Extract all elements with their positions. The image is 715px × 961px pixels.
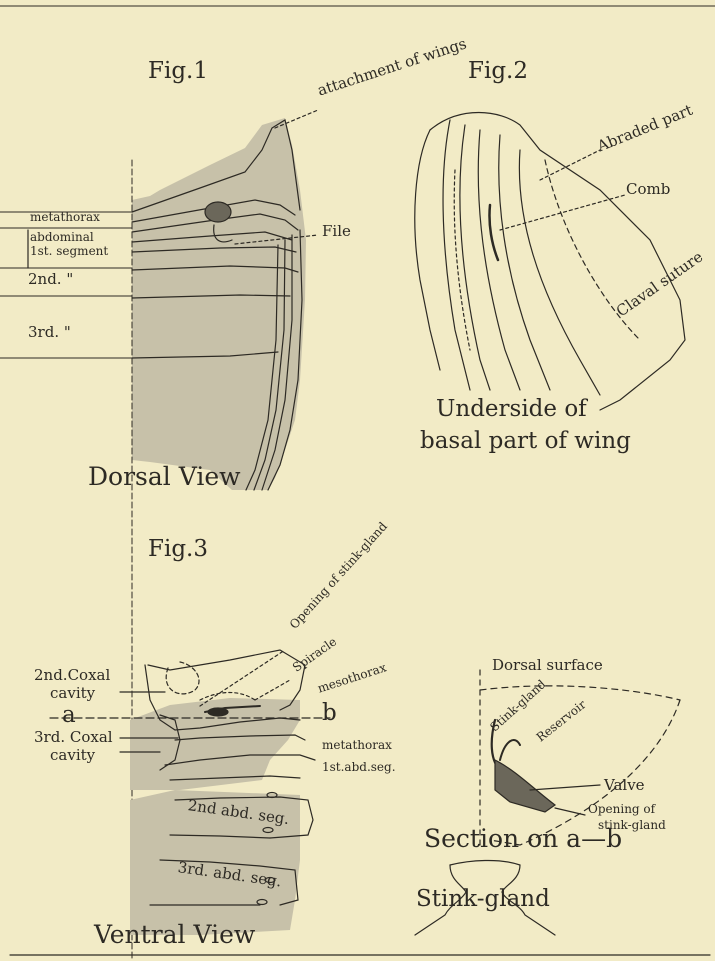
fig2-caption-1: Underside of — [436, 396, 587, 422]
fig2-dashed-vein — [454, 170, 470, 350]
fig2-vein-4 — [499, 135, 550, 390]
fig1-metathorax-label: metathorax — [30, 210, 100, 224]
fig2-comb-label: Comb — [626, 180, 670, 198]
fig3-metathorax-label: metathorax — [322, 738, 392, 752]
section-valve-leader — [530, 785, 600, 790]
section-valve-label: Valve — [604, 776, 645, 794]
section-opening-label-1: Opening of — [588, 802, 655, 816]
fig1-file-organ — [205, 202, 231, 222]
section-reservoir — [495, 760, 555, 812]
fig2-abraded-leader — [540, 150, 600, 180]
fig1-file-label: File — [322, 222, 351, 240]
section-caption: Section on a—b — [424, 824, 622, 853]
fig3-opening-mark — [208, 708, 228, 716]
fig3-abd1-label: 1st.abd.seg. — [322, 760, 396, 774]
fig2-drawing — [415, 113, 685, 411]
fig1-title: Fig.1 — [148, 58, 208, 84]
section-dorsal-label: Dorsal surface — [492, 656, 603, 674]
fig1-body-shading — [132, 118, 306, 490]
section-valve-curl — [500, 740, 520, 760]
fig3-title: Fig.3 — [148, 536, 208, 562]
fig1-second-label: 2nd. " — [28, 270, 73, 288]
stink-gland-caption: Stink-gland — [416, 886, 550, 912]
fig1-attach-leader — [275, 110, 318, 128]
fig3-b-label: b — [322, 700, 337, 726]
fig2-outline-left — [415, 130, 440, 370]
fig1-abdominal-label: abdominal — [30, 230, 94, 244]
fig2-vein-5 — [519, 150, 600, 395]
fig3-coxal2-label-1: 2nd.Coxal — [34, 666, 110, 684]
fig2-comb-leader — [500, 195, 625, 230]
section-opening-leader — [555, 808, 585, 815]
fig2-comb — [489, 205, 498, 260]
fig3-spiracle-leader — [255, 680, 290, 700]
fig1-third-label: 3rd. " — [28, 323, 71, 341]
fig3-caption: Ventral View — [94, 920, 255, 949]
fig2-caption-2: basal part of wing — [420, 428, 631, 454]
fig1-first-segment-label: 1st. segment — [30, 244, 108, 258]
fig3-coxal3-label-2: cavity — [50, 746, 95, 764]
fig3-a-label: a — [62, 702, 76, 728]
fig2-title: Fig.2 — [468, 58, 528, 84]
fig3-opening-leader — [200, 650, 285, 706]
fig2-outline-outer — [430, 113, 685, 411]
fig3-coxal3-label-1: 3rd. Coxal — [34, 728, 113, 746]
fig3-coxal2-label-2: cavity — [50, 684, 95, 702]
fig3-coxal-cavity-dashed — [166, 662, 199, 694]
fig1-caption: Dorsal View — [88, 462, 241, 491]
